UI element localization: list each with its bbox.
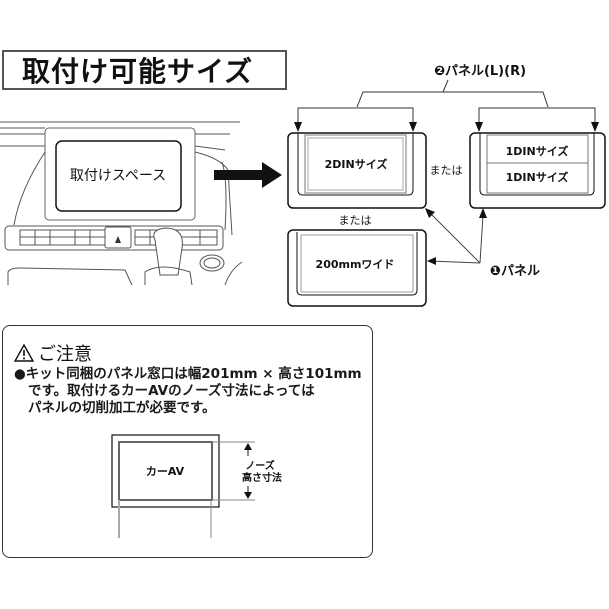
or-label-1: または: [430, 164, 463, 177]
din1-top-label: 1DINサイズ: [506, 144, 569, 158]
notice-heading: ご注意: [14, 340, 92, 366]
dimension-label-1: ノーズ: [245, 459, 275, 472]
panel2-leaders: [297, 79, 596, 130]
warning-icon: [14, 344, 34, 362]
or-label-2: または: [339, 214, 372, 227]
din1-bottom-label: 1DINサイズ: [506, 170, 569, 184]
install-space-label: 取付けスペース: [70, 168, 166, 184]
page-title: 取付け可能サイズ: [22, 55, 254, 88]
din2-label: 2DINサイズ: [325, 157, 388, 171]
notice-heading-text: ご注意: [38, 344, 92, 365]
notice-line-1: ●キット同梱のパネル窓口は幅201mm × 高さ101mm: [14, 366, 362, 382]
notice-body: ●キット同梱のパネル窓口は幅201mm × 高さ101mm です。取付けるカーA…: [14, 366, 374, 417]
arrow-down-icon: [475, 122, 483, 132]
car-av-label: カーAV: [146, 465, 185, 478]
panel1-leaders: [426, 209, 484, 264]
panel2-label: ❷パネル(L)(R): [434, 64, 526, 79]
arrow-down-icon: [244, 492, 252, 499]
arrow-up-icon: [244, 443, 252, 450]
arrow-icon: [479, 208, 487, 218]
notice-line-3: パネルの切削加工が必要です。: [28, 400, 216, 416]
wide-label: 200mmワイド: [316, 258, 395, 271]
panel-1din: [469, 132, 606, 209]
arrow-icon: [427, 257, 436, 265]
hazard-icon: [115, 236, 121, 243]
title-box: 取付け可能サイズ: [2, 50, 287, 90]
arrow-icon: [425, 208, 435, 218]
panel-200mm-wide: [287, 229, 427, 307]
arrow-down-icon: [591, 122, 599, 132]
right-arrow-icon: [214, 162, 282, 188]
notice-line-2: です。取付けるカーAVのノーズ寸法によっては: [28, 383, 315, 399]
install-space: [55, 140, 182, 212]
notice-box: [2, 325, 373, 558]
panel1-label: ❶パネル: [490, 264, 540, 279]
panel-2din: [287, 132, 427, 209]
arrow-down-icon: [294, 122, 302, 132]
dimension-label-2: 高さ寸法: [242, 471, 282, 484]
arrow-down-icon: [409, 122, 417, 132]
dashboard-illustration: [0, 121, 243, 286]
nose-dimension-diagram: [111, 434, 255, 538]
